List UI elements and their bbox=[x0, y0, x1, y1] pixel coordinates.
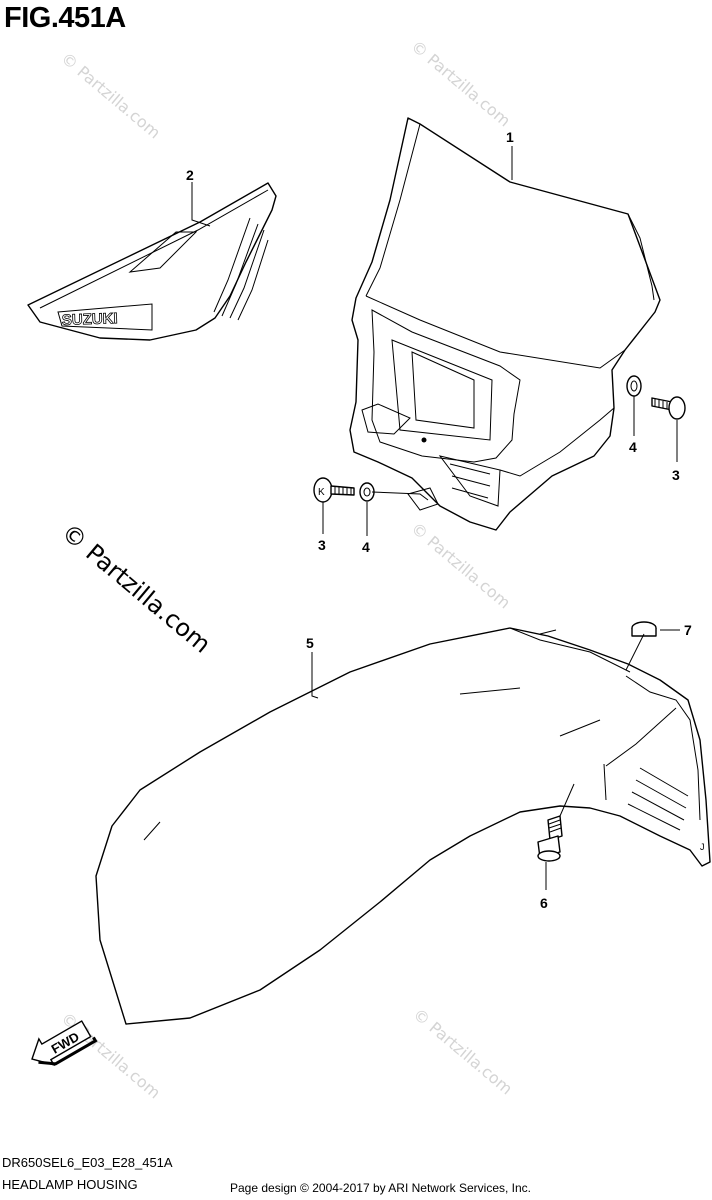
part-3-bolt-right bbox=[651, 396, 686, 420]
callout-3: 3 bbox=[318, 537, 326, 553]
figure-caption: HEADLAMP HOUSING bbox=[2, 1177, 138, 1192]
fender-mark: J bbox=[700, 842, 705, 852]
watermark: © Partzilla.com bbox=[409, 1005, 516, 1099]
watermark: © Partzilla.com bbox=[407, 519, 514, 613]
watermark-large: © Partzilla.com bbox=[56, 518, 216, 658]
suzuki-emblem: SUZUKI bbox=[62, 310, 118, 329]
callout-4: 4 bbox=[362, 539, 370, 555]
callout-4: 4 bbox=[629, 439, 637, 455]
part-3-bolt-left: K bbox=[313, 477, 355, 503]
watermark: © Partzilla.com bbox=[57, 49, 164, 143]
callout-2: 2 bbox=[186, 167, 194, 183]
part-7-grommet bbox=[631, 621, 657, 637]
part-1-headlamp-housing bbox=[349, 117, 661, 531]
bolt-head-mark: K bbox=[318, 487, 325, 498]
part-2-cover: SUZUKI bbox=[27, 182, 277, 341]
diagram-code: DR650SEL6_E03_E28_451A bbox=[2, 1155, 173, 1170]
part-4-washer-left bbox=[359, 482, 375, 502]
callout-7: 7 bbox=[684, 622, 692, 638]
watermark: © Partzilla.com bbox=[407, 37, 514, 131]
page-credit: Page design © 2004-2017 by ARI Network S… bbox=[230, 1181, 532, 1195]
part-6-bolt bbox=[537, 815, 563, 862]
callout-6: 6 bbox=[540, 895, 548, 911]
part-4-washer-right bbox=[626, 375, 642, 397]
callout-5: 5 bbox=[306, 635, 314, 651]
callouts: 2 1 4 3 3 4 5 7 6 bbox=[186, 129, 692, 911]
part-5-front-fender: J bbox=[95, 627, 711, 1025]
callout-3: 3 bbox=[672, 467, 680, 483]
callout-1: 1 bbox=[506, 129, 514, 145]
leader-lines bbox=[191, 146, 680, 890]
figure-title: FIG.451A bbox=[4, 2, 126, 34]
